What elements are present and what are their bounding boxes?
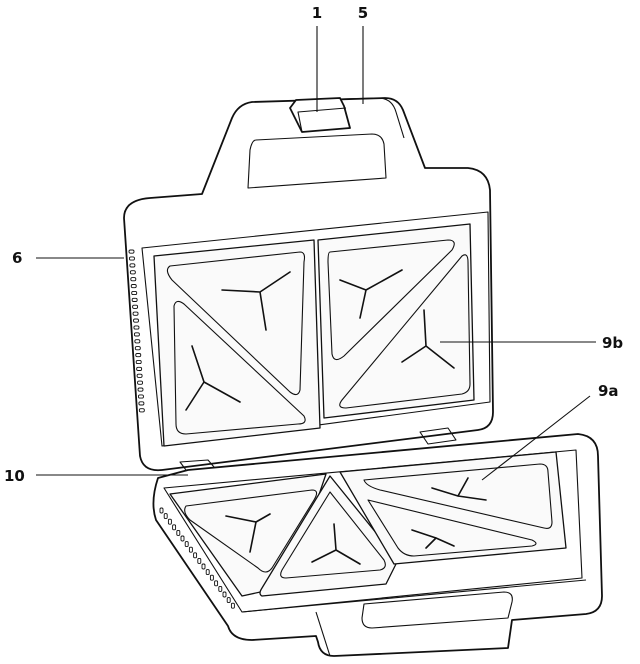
vent-slot bbox=[133, 332, 140, 337]
vent-slot bbox=[222, 591, 227, 598]
vent-slot bbox=[135, 353, 142, 358]
upper-plate-left bbox=[153, 239, 321, 447]
vent-slot bbox=[193, 552, 198, 559]
vent-slot bbox=[184, 541, 189, 548]
leader-lines bbox=[36, 26, 596, 481]
vent-slot bbox=[132, 311, 139, 316]
label-9a: 9a bbox=[598, 382, 619, 400]
label-5: 5 bbox=[358, 4, 368, 22]
vent-slot bbox=[134, 339, 141, 344]
vent-slot bbox=[136, 373, 143, 378]
label-6: 6 bbox=[12, 249, 22, 267]
vent-slot bbox=[138, 408, 145, 413]
vent-slot bbox=[218, 585, 223, 592]
vent-slot bbox=[180, 535, 185, 542]
vent-slot bbox=[137, 394, 144, 399]
vent-slot bbox=[159, 507, 164, 514]
vent-slot bbox=[128, 256, 135, 261]
vent-slot bbox=[226, 597, 231, 604]
lid-rim bbox=[339, 97, 405, 139]
vent-slots-lower bbox=[159, 507, 235, 609]
vent-slot bbox=[163, 513, 168, 520]
vent-slot bbox=[137, 387, 144, 392]
vent-slot bbox=[132, 304, 139, 309]
vent-slot bbox=[133, 318, 139, 323]
vent-slot bbox=[136, 366, 143, 371]
label-10: 10 bbox=[4, 467, 25, 485]
vent-slot bbox=[201, 563, 206, 570]
vent-slot bbox=[214, 580, 219, 587]
vent-slot bbox=[131, 297, 138, 302]
vent-slots-upper bbox=[128, 249, 145, 413]
vent-slot bbox=[176, 529, 181, 536]
vent-slot bbox=[197, 557, 202, 564]
vent-slot bbox=[167, 518, 172, 525]
vent-slot bbox=[230, 602, 235, 609]
vent-slot bbox=[130, 284, 137, 289]
latch bbox=[289, 97, 351, 133]
upper-plate-right bbox=[317, 223, 475, 419]
leader-9a bbox=[481, 395, 591, 481]
label-1: 1 bbox=[312, 4, 322, 22]
lower-plate-right bbox=[339, 451, 567, 565]
vent-slot bbox=[205, 569, 210, 576]
vent-slot bbox=[129, 270, 136, 275]
vent-slot bbox=[137, 380, 144, 385]
vent-slot bbox=[135, 359, 142, 365]
upper-plate-frame bbox=[141, 211, 491, 447]
lower-plate-center bbox=[259, 475, 399, 597]
vent-slot bbox=[134, 346, 141, 351]
vent-slot bbox=[172, 524, 177, 531]
vent-slot bbox=[129, 263, 136, 268]
label-9b: 9b bbox=[602, 334, 623, 352]
vent-slot bbox=[188, 546, 193, 553]
vent-slot bbox=[131, 290, 138, 296]
vent-slot bbox=[130, 277, 137, 282]
vent-slot bbox=[133, 325, 140, 330]
vent-slot bbox=[209, 574, 214, 581]
vent-slot bbox=[138, 401, 145, 406]
vent-slot bbox=[128, 249, 135, 254]
